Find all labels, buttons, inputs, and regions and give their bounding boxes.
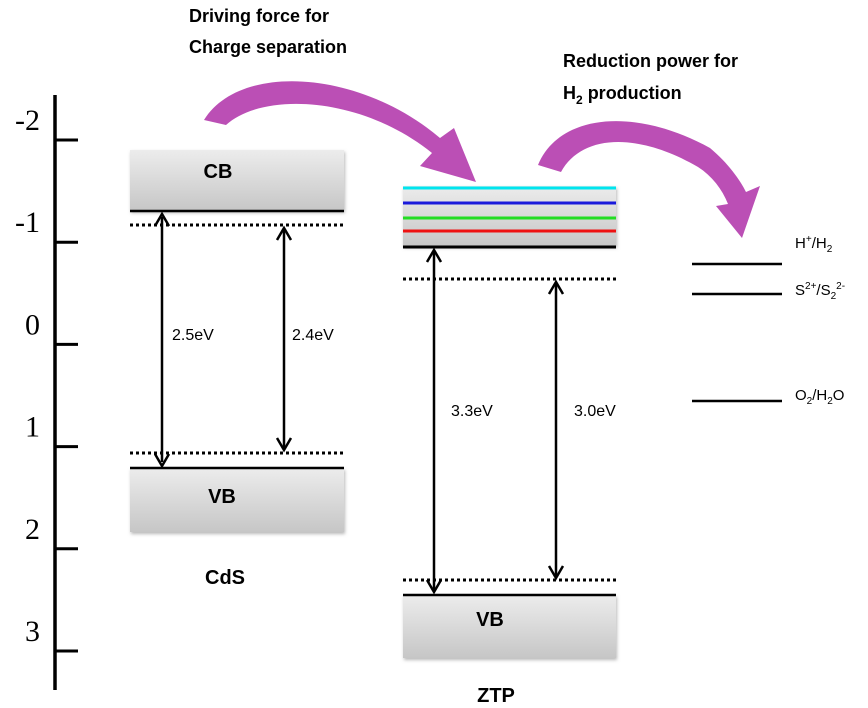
cds-vb-box	[130, 468, 344, 532]
reduction-power-line-1: Reduction power for	[563, 51, 738, 71]
annotations: Driving force for Charge separation Redu…	[189, 6, 738, 107]
redox-potentials: H+/H2 S2+/S22- O2/H2O	[692, 234, 845, 407]
cds-gap-label-2: 2.4eV	[292, 327, 334, 344]
ztp-defect-levels	[403, 186, 616, 233]
energy-axis: -2 -1 0 1 2 3	[15, 95, 78, 690]
transfer-arrows	[204, 81, 760, 238]
cds-gap-label-1: 2.5eV	[172, 327, 214, 344]
axis-tick-label: 0	[25, 308, 40, 341]
cds-cb-label: CB	[204, 161, 233, 183]
cds-vb-label: VB	[208, 486, 236, 508]
redox-label-h-plus-h2: H+/H2	[795, 234, 833, 255]
ztp-gap-arrow-1	[425, 247, 443, 595]
redox-label-o2-h2o: O2/H2O	[795, 387, 844, 407]
driving-force-line-1: Driving force for	[189, 6, 329, 26]
ztp-gap-label-2: 3.0eV	[574, 403, 616, 420]
charge-separation-arrow	[204, 81, 476, 182]
ztp-vb-box	[403, 595, 616, 658]
ztp-vb-label: VB	[476, 609, 504, 631]
axis-tick-label: 2	[25, 513, 40, 546]
ztp-band-structure: VB ZTP 3.3eV 3.0eV	[403, 186, 616, 707]
axis-tick-label: 1	[25, 411, 40, 444]
cds-gap-arrow-1	[153, 211, 171, 469]
ztp-gap-arrow-2	[547, 279, 565, 581]
ztp-gap-label-1: 3.3eV	[451, 403, 493, 420]
axis-tick-label: 3	[25, 615, 40, 648]
reduction-power-line-2: H2 production	[563, 83, 682, 107]
cds-name: CdS	[205, 567, 245, 589]
cds-cb-box	[130, 150, 344, 211]
redox-label-s2plus-s2: S2+/S22-	[795, 281, 845, 302]
ztp-cb-box	[403, 186, 616, 246]
cds-band-structure: CB VB CdS 2.5eV 2.4eV	[130, 150, 344, 589]
cds-gap-arrow-2	[275, 225, 293, 453]
reduction-power-arrow	[538, 121, 760, 238]
axis-tick-label: -1	[15, 206, 40, 239]
axis-tick-label: -2	[15, 104, 40, 137]
driving-force-line-2: Charge separation	[189, 37, 347, 57]
ztp-name: ZTP	[477, 685, 515, 707]
